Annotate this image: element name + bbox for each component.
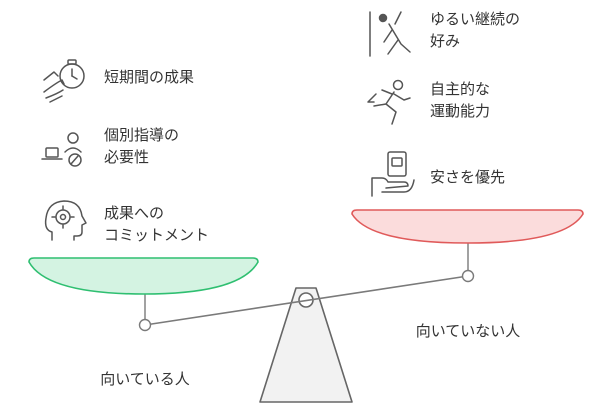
- left-pan-label: 向いている人: [100, 370, 190, 388]
- left-pan-item-3-line-1: 成果への: [104, 204, 164, 222]
- right-pan-item-2-line-2: 運動能力: [430, 102, 490, 120]
- right-pan-item-1-line-2: 好み: [430, 32, 460, 50]
- guidance-people-icon: [41, 132, 82, 167]
- right-pan: [351, 209, 584, 244]
- right-pan-label: 向いていない人: [416, 322, 521, 340]
- right-hanger: [461, 243, 475, 283]
- right-pan-item-3-line-1: 安さを優先: [430, 168, 505, 186]
- left-hanger: [138, 292, 152, 332]
- right-pan-item-1-line-1: ゆるい継続の: [430, 10, 520, 28]
- head-target-icon: [44, 200, 87, 241]
- right-pan-item-2-line-1: 自主的な: [430, 80, 490, 98]
- scale-beam: [144, 275, 469, 326]
- left-pan: [28, 257, 259, 295]
- running-person-icon: [367, 79, 411, 125]
- hand-wallet-icon: [371, 151, 415, 197]
- stopwatch-hand-icon: [43, 59, 85, 103]
- left-pan-item-1-line-1: 短期間の成果: [104, 68, 194, 86]
- stretching-person-icon: [369, 11, 411, 57]
- left-pan-item-2-line-1: 個別指導の: [104, 126, 179, 144]
- left-pan-item-2-line-2: 必要性: [104, 148, 149, 166]
- left-pan-item-3-line-2: コミットメント: [104, 226, 209, 244]
